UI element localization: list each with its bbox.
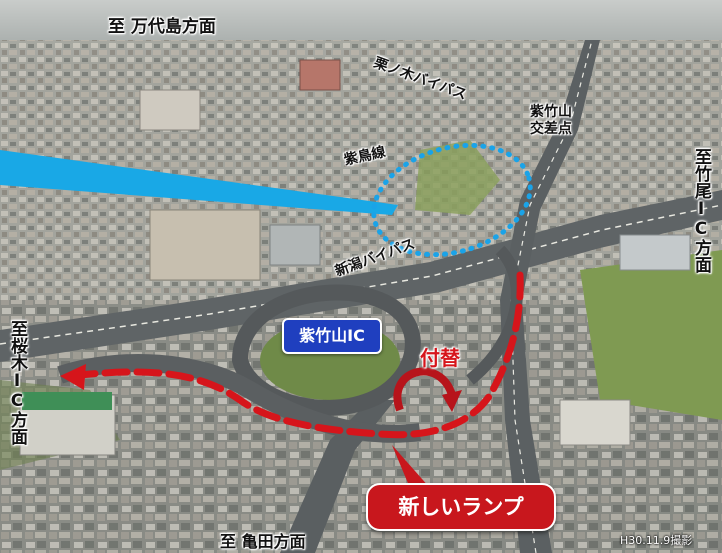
intersection-label-line2: 交差点 bbox=[530, 120, 572, 137]
direction-label-bottom: 至 亀田方面 bbox=[220, 532, 306, 551]
new-ramp-badge: 新しいランプ bbox=[366, 483, 556, 531]
callout-leader-line bbox=[0, 150, 398, 215]
highlight-circle bbox=[371, 142, 533, 258]
intersection-label: 紫竹山 交差点 bbox=[530, 104, 572, 138]
intersection-label-line1: 紫竹山 bbox=[530, 104, 572, 120]
photo-date-caption: H30.11.9撮影 bbox=[620, 534, 693, 547]
arrow-left-icon bbox=[60, 364, 86, 390]
direction-label-right: 至竹尾IC方面 bbox=[691, 148, 711, 273]
ic-name-badge: 紫竹山IC bbox=[282, 318, 382, 354]
relocation-label: 付替 bbox=[420, 346, 460, 370]
direction-label-top: 至 万代島方面 bbox=[108, 17, 216, 37]
curved-arrow-icon bbox=[393, 367, 462, 412]
new-ramp-route bbox=[76, 271, 524, 439]
direction-label-left: 至桜木IC方面 bbox=[7, 320, 27, 445]
new-ramp-pointer bbox=[392, 445, 430, 488]
